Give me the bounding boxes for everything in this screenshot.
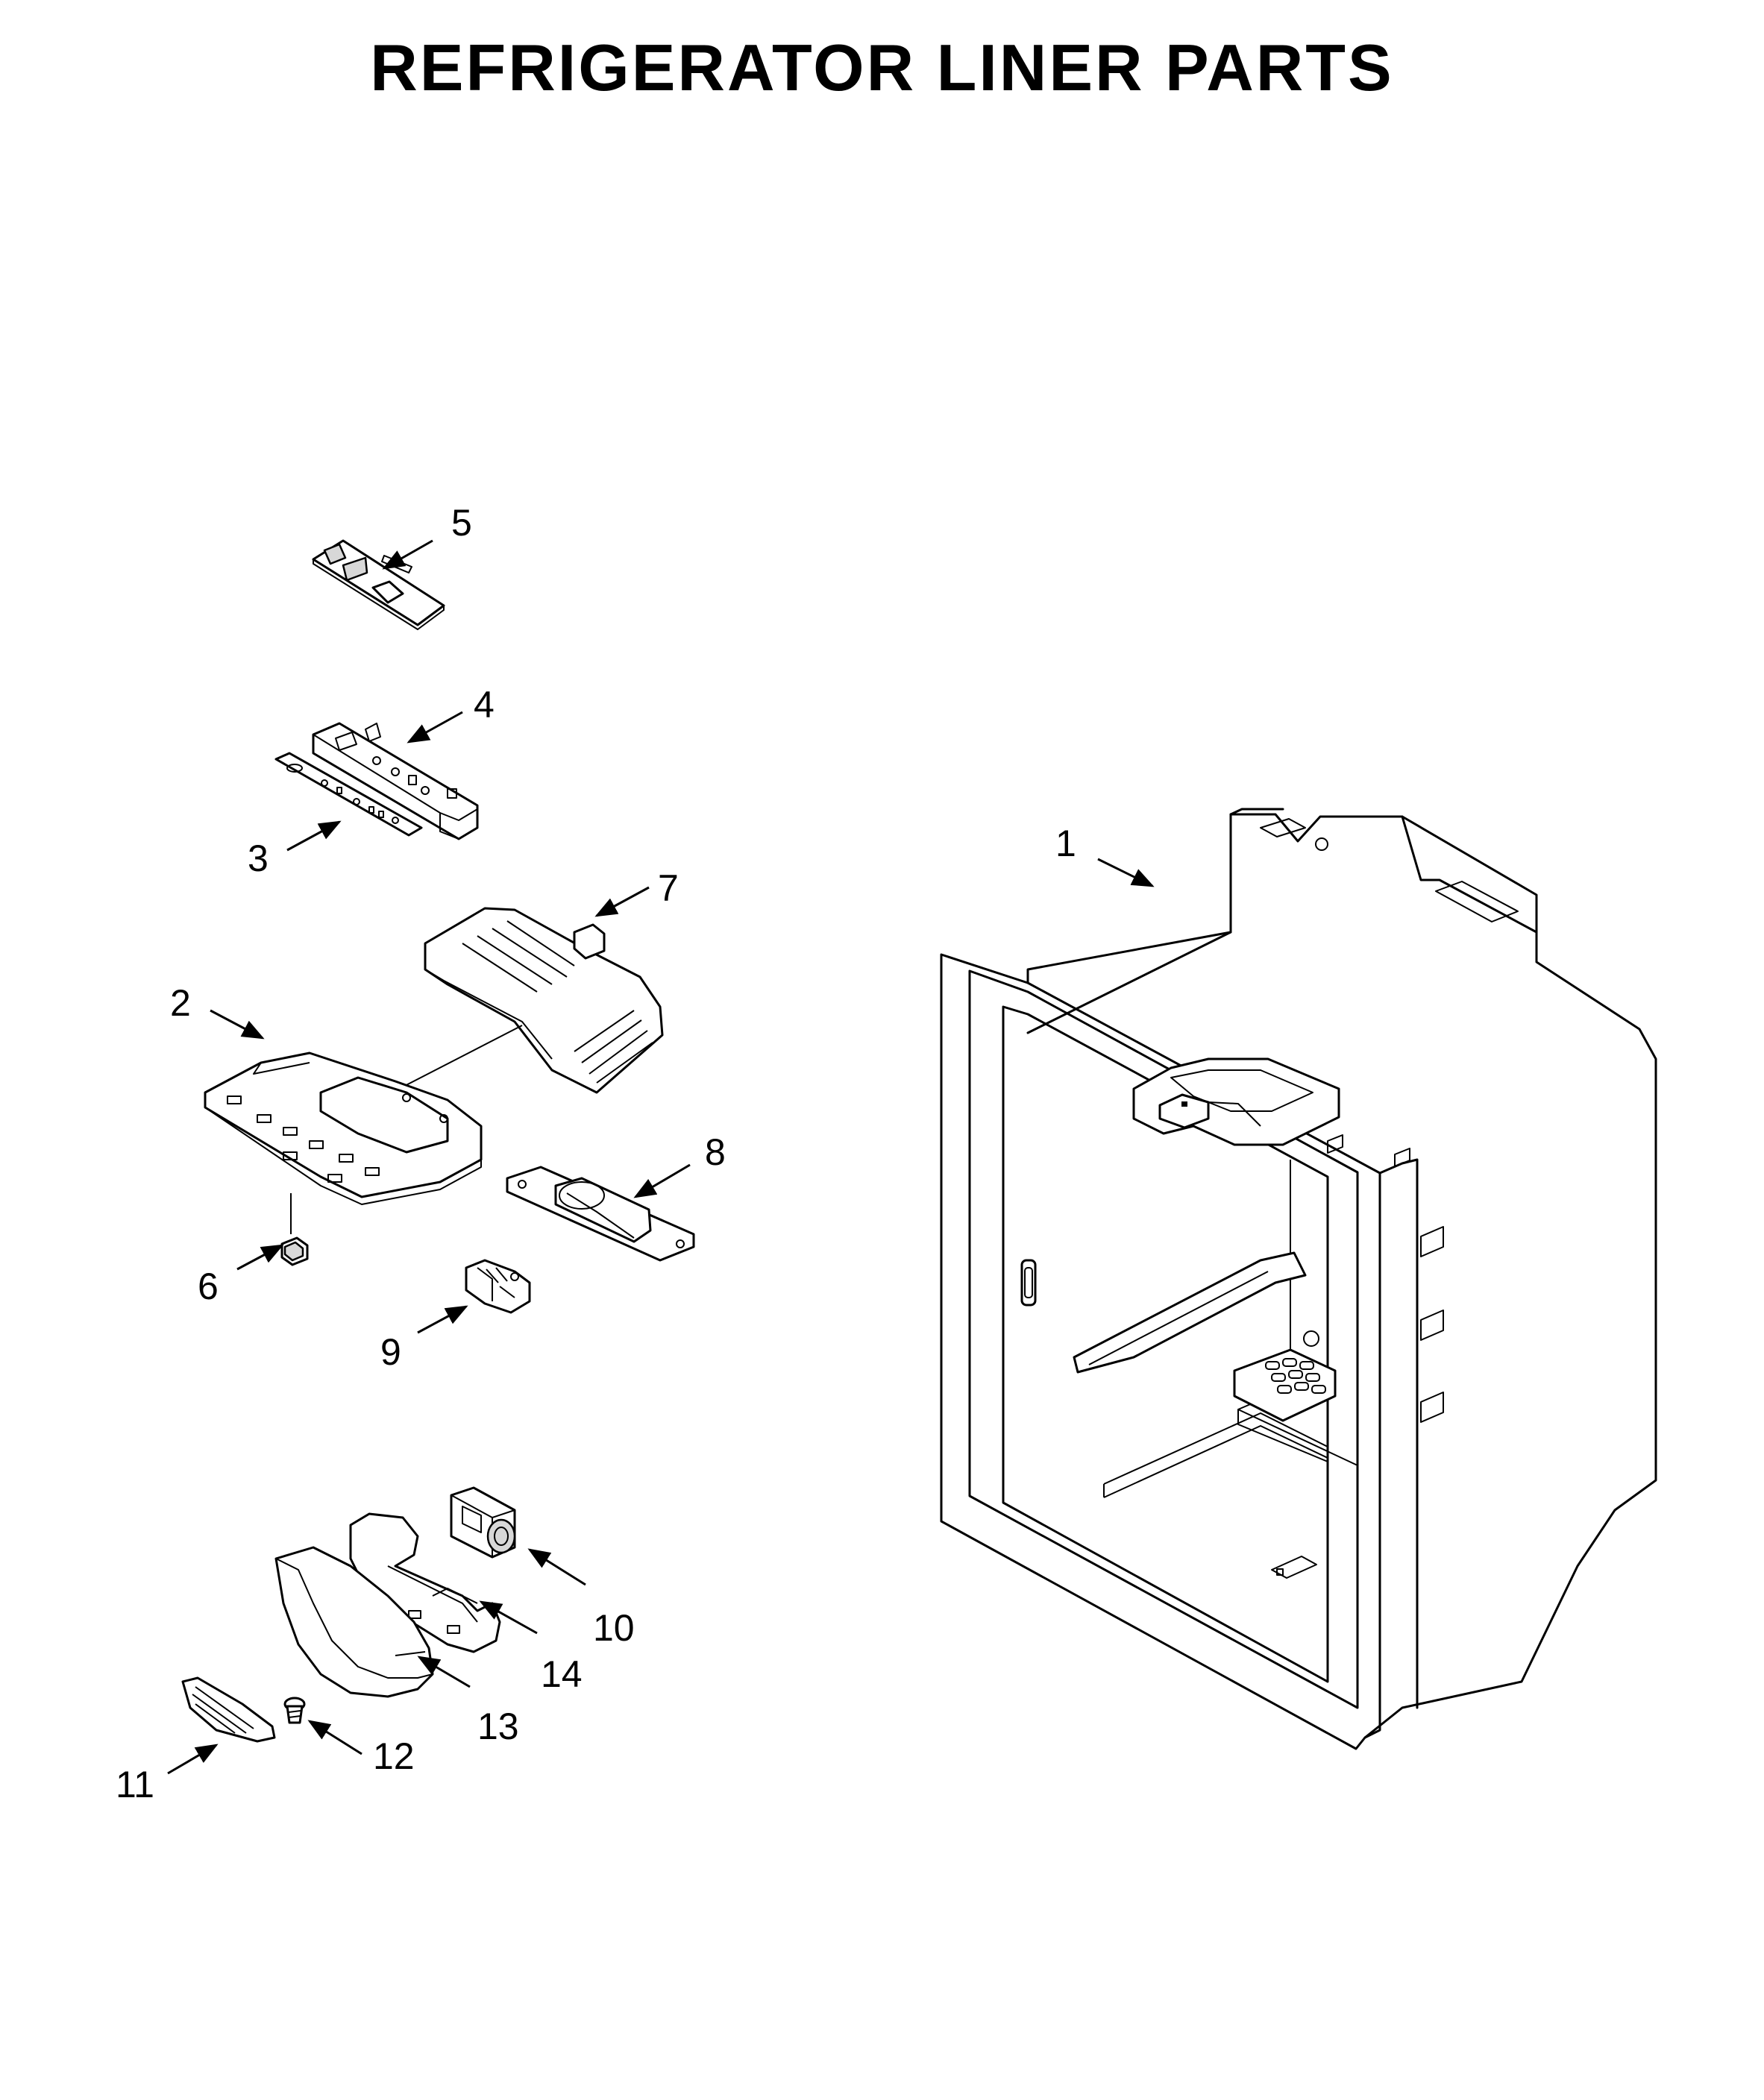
arrow-7 [594, 886, 650, 917]
part-5-control-board[interactable] [312, 539, 445, 630]
part-12-screw[interactable] [283, 1697, 306, 1724]
arrow-13 [417, 1656, 471, 1688]
part-8-light-housing[interactable] [506, 1166, 695, 1262]
callout-4: 4 [474, 684, 495, 726]
callout-1: 1 [1055, 823, 1076, 864]
arrow-5 [382, 539, 433, 570]
callout-6: 6 [198, 1266, 219, 1307]
arrow-8 [633, 1163, 691, 1198]
callout-9: 9 [380, 1331, 401, 1373]
callout-11: 11 [116, 1764, 154, 1805]
arrow-6 [236, 1244, 284, 1271]
callout-5: 5 [451, 502, 472, 544]
part-3-control-overlay[interactable] [274, 752, 423, 837]
part-7-cover[interactable] [424, 907, 664, 1094]
callout-13: 13 [477, 1706, 519, 1747]
connector-line [398, 1025, 523, 1090]
callout-12: 12 [373, 1735, 415, 1777]
callout-7: 7 [658, 867, 679, 909]
part-4-control-housing[interactable] [312, 722, 479, 840]
part-9-component[interactable] [465, 1259, 531, 1314]
part-13-bezel[interactable] [274, 1546, 434, 1698]
arrow-12 [307, 1720, 362, 1755]
part-1-liner[interactable] [940, 808, 1657, 1750]
arrow-1 [1097, 858, 1155, 887]
callout-arrows [167, 539, 1155, 1775]
arrow-3 [286, 820, 342, 852]
arrow-2 [210, 1009, 265, 1040]
part-6-light-socket[interactable] [280, 1236, 309, 1266]
callout-8: 8 [705, 1131, 726, 1173]
arrow-9 [417, 1305, 468, 1334]
callout-10: 10 [593, 1607, 635, 1649]
callout-14: 14 [541, 1653, 583, 1695]
callout-labels: 5 4 3 7 1 2 8 6 9 10 14 13 12 11 [116, 502, 1076, 1805]
part-2-housing[interactable] [204, 1051, 483, 1205]
arrow-14 [479, 1600, 538, 1635]
callout-2: 2 [170, 982, 191, 1024]
arrow-4 [407, 711, 463, 744]
arrow-10 [527, 1548, 586, 1586]
callout-3: 3 [248, 837, 269, 879]
part-11-trim[interactable] [181, 1676, 276, 1743]
arrow-11 [167, 1744, 219, 1775]
part-10-motor[interactable] [450, 1486, 516, 1559]
page-title: REFRIGERATOR LINER PARTS [370, 31, 1394, 104]
